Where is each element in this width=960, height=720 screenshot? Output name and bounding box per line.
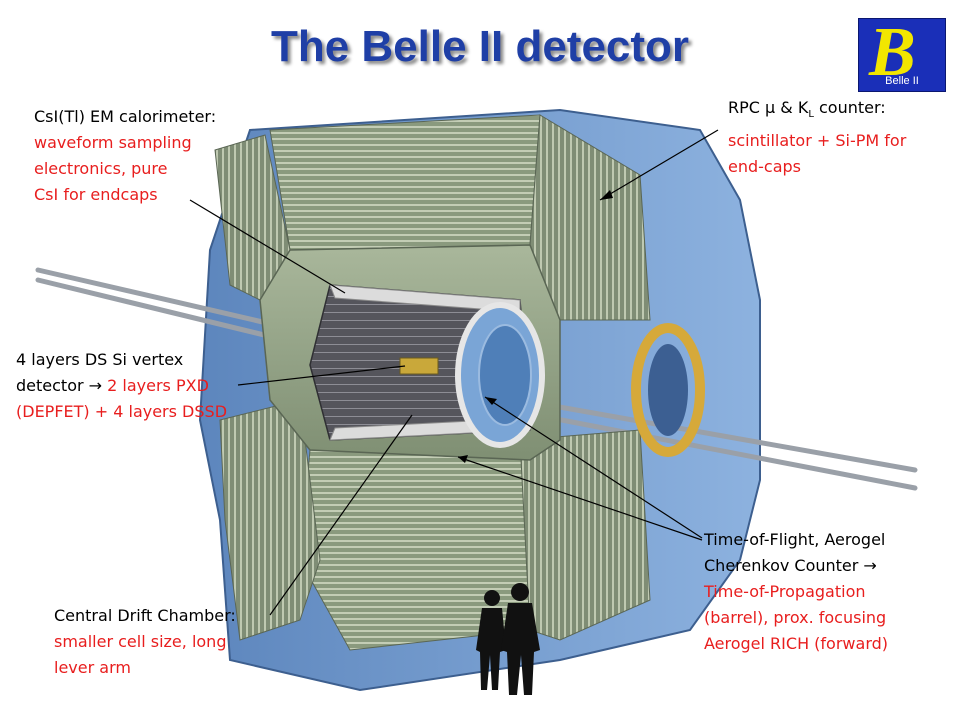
label-cdc: Central Drift Chamber: smaller cell size… xyxy=(54,603,236,681)
calorimeter-line-3: CsI for endcaps xyxy=(34,185,158,204)
label-tof: Time-of-Flight, Aerogel Cherenkov Counte… xyxy=(704,527,888,657)
logo-b-glyph: B xyxy=(869,14,916,91)
label-vertex: 4 layers DS Si vertex detector → 2 layer… xyxy=(16,347,227,425)
cdc-line-2: lever arm xyxy=(54,658,131,677)
rpc-line-1: scintillator + Si-PM for xyxy=(728,131,907,151)
pointer-lines xyxy=(189,129,719,616)
page-title: The Belle II detector xyxy=(270,22,690,71)
label-calorimeter: CsI(Tl) EM calorimeter: waveform samplin… xyxy=(34,104,216,208)
belle-ii-logo: B Belle II xyxy=(858,14,946,92)
tof-line-4: (barrel), prox. focusing xyxy=(704,608,887,627)
tof-line-3: Time-of-Propagation xyxy=(704,582,866,601)
tof-line-1: Time-of-Flight, Aerogel xyxy=(704,530,886,549)
cdc-line-1: smaller cell size, long xyxy=(54,632,227,651)
rpc-line-2: end-caps xyxy=(728,157,802,177)
calorimeter-line-2: electronics, pure xyxy=(34,159,168,178)
logo-text: Belle II xyxy=(885,75,919,87)
calorimeter-heading: CsI(Tl) EM calorimeter: xyxy=(34,107,217,126)
people-silhouette xyxy=(476,583,540,695)
top-yoke xyxy=(269,114,541,251)
tof-line-5: Aerogel RICH (forward) xyxy=(704,634,889,653)
cdc-heading: Central Drift Chamber: xyxy=(54,606,236,625)
label-rpc: RPC μ & KL counter: scintillator + Si-PM… xyxy=(728,95,906,180)
rpc-heading: RPC μ & KL counter: xyxy=(728,98,886,121)
vertex-line-2: detector → 2 layers PXD xyxy=(16,376,209,395)
calorimeter-line-1: waveform sampling xyxy=(34,133,192,152)
gold-flange xyxy=(631,323,705,457)
vertex-line-3: (DEPFET) + 4 layers DSSD xyxy=(16,402,228,421)
vertex-detector xyxy=(399,357,439,375)
vertex-line-1: 4 layers DS Si vertex xyxy=(16,350,184,369)
tof-line-2: Cherenkov Counter → xyxy=(704,556,877,575)
endcap-top-right xyxy=(529,114,651,321)
